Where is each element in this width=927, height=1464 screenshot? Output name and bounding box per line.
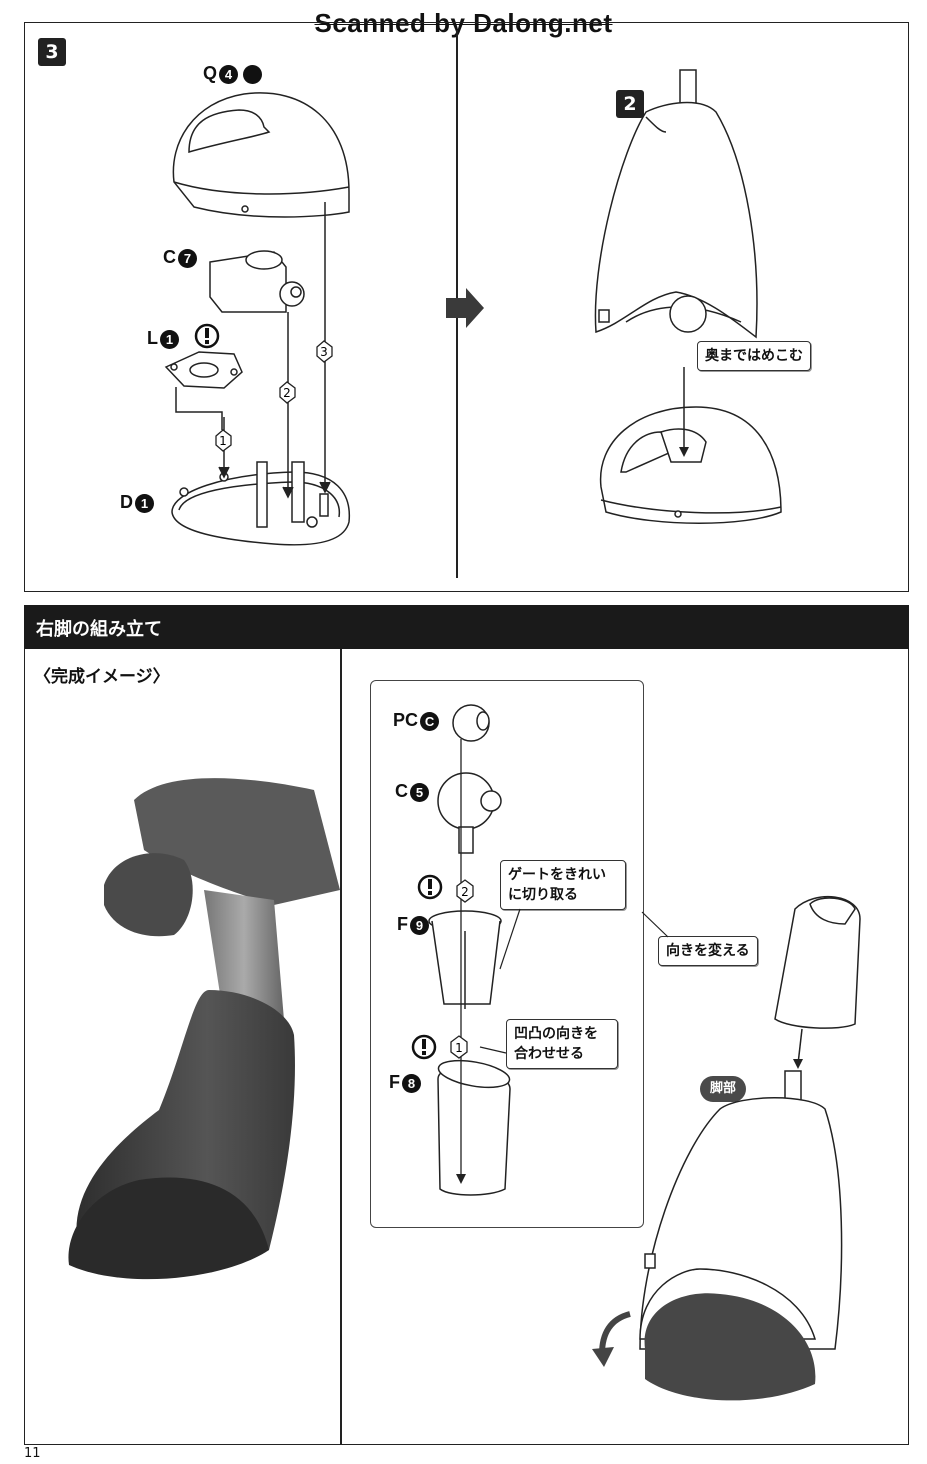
order-mark-3: 3 [320,345,328,359]
right-leg-divider [340,649,342,1445]
thigh-shape [134,778,340,905]
leg-order-mark-2: 2 [461,885,469,899]
callout-change-direction: 向きを変える [658,936,758,966]
c5-ball-joint [437,772,502,854]
leg-order-mark-1: 1 [455,1041,463,1055]
part-q-dome [172,92,350,218]
step3-panel [24,22,909,592]
f9-cup [428,910,502,1009]
callout-push-in: 奥まではめこむ [697,341,811,371]
part-l1-plate [164,351,243,389]
order-mark-2: 2 [283,386,291,400]
leg-badge: 脚部 [700,1076,746,1102]
step3-exploded-diagram: 1 2 3 [164,92,351,546]
step3-number: 3 [38,38,66,66]
right-leg-panel [24,649,909,1445]
caution-icon [194,323,220,349]
substep2-number: 2 [616,90,644,118]
f8-tube [437,1059,511,1196]
part-number-q: 4 [219,64,239,84]
fist-shape [104,853,193,937]
order-marks [215,340,333,452]
page-number: 11 [24,1446,41,1461]
complete-image-label: 〈完成イメージ〉 [34,667,170,687]
caution-icon-f9 [417,874,443,900]
watermark-text: Scanned by Dalong.net [314,8,613,38]
order-mark-1: 1 [219,434,227,448]
callout-gate: ゲートをきれい に切り取る [500,860,626,910]
leg-upper-part [774,895,861,1029]
next-step-arrow-icon [446,288,484,328]
shin-shape [204,890,284,1020]
pc-ball [452,704,490,742]
dark-foot-part [644,1293,816,1401]
caution-icon-f8 [411,1034,437,1060]
foot-shape [68,1177,270,1280]
right-leg-parts-diagram: 2 1 [411,704,861,1401]
leg-shell [594,69,758,339]
assembly-arrows [218,202,331,499]
part-d1-base [171,461,351,546]
section-title: 右脚の組み立て [36,619,162,640]
section-header: 右脚の組み立て [24,605,909,649]
parts-box [370,680,644,1228]
complete-leg-render [68,778,340,1280]
leg-base [599,406,782,524]
step3-assembled-diagram [594,69,782,524]
callout-align: 凹凸の向きを 合わせせる [506,1019,618,1069]
paint-icon [243,64,263,84]
part-c7-block [209,250,305,313]
leg-order-marks [450,879,474,1059]
